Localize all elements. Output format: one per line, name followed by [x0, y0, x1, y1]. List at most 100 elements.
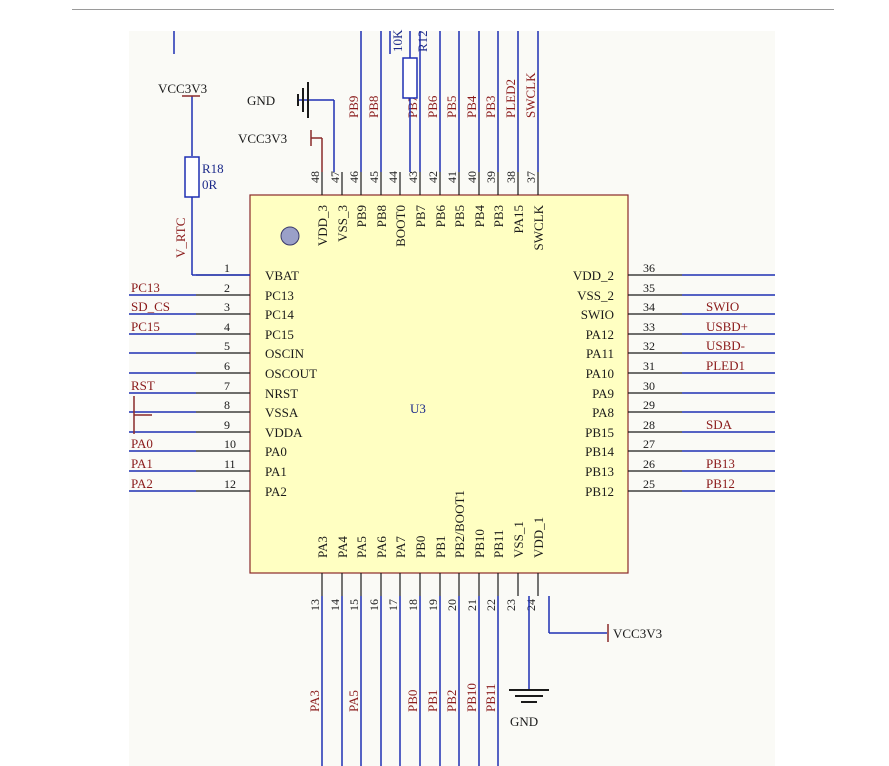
r18-value: 0R [202, 177, 218, 192]
pin-name: PB9 [354, 205, 369, 227]
pin-number: 33 [643, 320, 655, 334]
pin-number: 9 [224, 418, 230, 432]
pin-name: PA7 [393, 536, 408, 558]
gnd-bottom-label: GND [510, 714, 538, 729]
pin-name: VBAT [265, 268, 299, 283]
pin-name: VSS_3 [335, 205, 350, 242]
pin-name: OSCIN [265, 346, 305, 361]
pin-number: 38 [504, 171, 518, 183]
pin-name: PB5 [452, 205, 467, 227]
net-label-top: PB7 [405, 95, 420, 118]
pin-name: VSS_1 [511, 521, 526, 558]
chip-designator: U3 [410, 401, 426, 416]
pin-name: PB15 [585, 425, 614, 440]
pin-number: 39 [484, 171, 498, 183]
pin-number: 18 [406, 599, 420, 611]
r18-ref: R18 [202, 161, 224, 176]
pin1-marker [280, 226, 300, 246]
pin-name: PA10 [586, 366, 614, 381]
pin-number: 34 [643, 300, 655, 314]
net-label-bottom: PB10 [464, 683, 479, 712]
pin-name: OSCOUT [265, 366, 317, 381]
pin-name: BOOT0 [393, 205, 408, 247]
pin-number: 35 [643, 281, 655, 295]
page-header-rule [72, 0, 834, 10]
pin-name: PB4 [472, 205, 487, 228]
pin-number: 17 [386, 599, 400, 611]
pin-name: PA15 [511, 205, 526, 233]
pin-name: PC14 [265, 307, 294, 322]
pin-number: 7 [224, 379, 230, 393]
pin-number: 16 [367, 599, 381, 611]
pin-number: 47 [328, 171, 342, 183]
pin-name: PB2/BOOT1 [452, 490, 467, 558]
pin-number: 25 [643, 477, 655, 491]
pin-number: 26 [643, 457, 655, 471]
net-label-right: PB12 [706, 476, 735, 491]
pin-name: VDD_2 [573, 268, 614, 283]
pin-name: VSSA [265, 405, 299, 420]
pin-name: PA2 [265, 484, 287, 499]
pin-number: 45 [367, 171, 381, 183]
pin-name: VDDA [265, 425, 303, 440]
r12-ref: R12 [415, 30, 430, 52]
pin-name: PC13 [265, 288, 294, 303]
r12-value: 10K [390, 29, 405, 52]
r18-body [184, 156, 200, 198]
pin-number: 30 [643, 379, 655, 393]
net-label-left: RST [131, 378, 155, 393]
net-label-top: PB9 [346, 96, 361, 118]
pin-number: 43 [406, 171, 420, 183]
pin-name: SWCLK [531, 204, 546, 250]
net-label-right: USBD+ [706, 319, 748, 334]
pin-number: 23 [504, 599, 518, 611]
pin-number: 12 [224, 477, 236, 491]
vrtc-net: V_RTC [173, 218, 188, 258]
vcc-bottom-label: VCC3V3 [613, 626, 662, 641]
pin-name: PA11 [586, 346, 614, 361]
chip-body [249, 194, 629, 574]
net-label-top: PB5 [444, 96, 459, 118]
pin-name: VDD_1 [531, 517, 546, 558]
pin-number: 24 [524, 599, 538, 611]
pin-number: 8 [224, 398, 230, 412]
net-label-bottom: PB2 [444, 690, 459, 712]
pin-name: PA8 [592, 405, 614, 420]
pin-number: 31 [643, 359, 655, 373]
net-label-bottom: PB1 [425, 690, 440, 712]
net-label-left: PA1 [131, 456, 153, 471]
net-label-left: PC15 [131, 319, 160, 334]
pin-name: PB3 [491, 205, 506, 227]
pin-number: 14 [328, 599, 342, 611]
net-label-right: PB13 [706, 456, 735, 471]
pin-name: PA6 [374, 536, 389, 558]
pin-number: 5 [224, 339, 230, 353]
net-label-top: PLED2 [503, 79, 518, 118]
net-label-bottom: PB0 [405, 690, 420, 712]
net-label-top: PB6 [425, 95, 440, 118]
pin-name: PC15 [265, 327, 294, 342]
pin-number: 20 [445, 599, 459, 611]
pin-number: 19 [426, 599, 440, 611]
pin-number: 21 [465, 599, 479, 611]
net-label-top: PB4 [464, 95, 479, 118]
r12-body [402, 57, 418, 99]
pin-number: 4 [224, 320, 230, 334]
pin-number: 37 [524, 171, 538, 183]
pin-number: 46 [347, 171, 361, 183]
pin-number: 48 [308, 171, 322, 183]
gnd-top-symbol [297, 82, 335, 172]
net-label-left: PC13 [131, 280, 160, 295]
pin-number: 32 [643, 339, 655, 353]
net-labels: PC13SD_CSPC15RSTPA0PA1PA2SWIOUSBD+USBD-P… [131, 72, 748, 712]
pin-name: PB14 [585, 444, 614, 459]
pin-name: PB1 [433, 536, 448, 558]
pin-number: 41 [445, 171, 459, 183]
net-label-bottom: PA3 [307, 690, 322, 712]
pin-number: 11 [224, 457, 236, 471]
net-label-right: SDA [706, 417, 733, 432]
pin-number: 42 [426, 171, 440, 183]
pin-number: 15 [347, 599, 361, 611]
net-label-left: PA0 [131, 436, 153, 451]
